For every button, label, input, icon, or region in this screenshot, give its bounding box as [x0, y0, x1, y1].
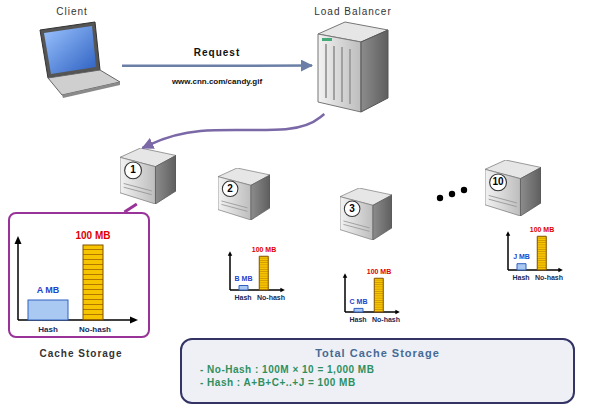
axis-label: No-hash	[79, 326, 111, 335]
bar-chart-part	[230, 289, 281, 291]
bar-chart-part	[507, 235, 509, 270]
server-icon-part	[340, 188, 392, 240]
box-caption: Cache Storage	[39, 348, 122, 360]
edge-label: Request	[192, 46, 242, 57]
bar-chart	[506, 231, 563, 272]
ellipsis-dots-part	[437, 195, 443, 201]
size-label: A MB	[37, 286, 60, 296]
load-balancer-icon-part	[333, 46, 335, 100]
server-number: 10	[493, 177, 504, 189]
size-label: 100 MB	[75, 230, 110, 241]
laptop-icon-part	[62, 82, 120, 98]
box-title: Total Cache Storage	[200, 346, 555, 360]
bar-chart-part	[130, 317, 138, 324]
bar-chart-part	[343, 273, 348, 278]
ellipsis-dots-part	[461, 187, 467, 193]
summary-line: - Hash : A+B+C+..+J = 100 MB	[200, 376, 555, 389]
bar-chart-part	[239, 286, 248, 291]
cache-server: 10	[485, 160, 541, 216]
bar-chart-part	[537, 236, 546, 270]
server-number: 3	[349, 203, 355, 215]
laptop-icon-part	[44, 26, 96, 74]
bar-chart-part	[83, 245, 103, 320]
size-label: 100 MB	[530, 226, 555, 234]
load-balancer-icon-part	[341, 47, 343, 102]
axis-label: Hash	[234, 294, 251, 302]
total-storage-box: Total Cache Storage - No-Hash : 100M × 10…	[180, 338, 575, 404]
axis-label: Hash	[349, 316, 366, 324]
bar-chart-part	[395, 310, 400, 315]
laptop-icon	[40, 22, 120, 98]
size-label: J MB	[513, 253, 530, 261]
load-balancer-icon-part	[361, 30, 388, 112]
size-label: 100 MB	[367, 268, 392, 276]
summary-line: - No-Hash : 100M × 10 = 1,000 MB	[200, 363, 555, 376]
connector	[142, 114, 324, 148]
bar-chart-part	[345, 311, 396, 313]
axis-label: Hash	[512, 274, 529, 282]
axis-label: No-hash	[372, 316, 400, 324]
size-label: B MB	[235, 275, 253, 283]
cache-server: 1	[120, 148, 176, 204]
bar-chart-part	[517, 264, 526, 270]
server-icon-part	[120, 148, 176, 204]
bar-chart-part	[28, 300, 68, 320]
load-balancer-node: Load Balancer	[312, 4, 394, 114]
bar-chart	[15, 236, 139, 324]
client-node: Client	[22, 4, 122, 99]
bar-chart-part	[229, 255, 231, 290]
laptop-icon-part	[40, 22, 100, 78]
ellipsis-dots-part	[449, 191, 455, 197]
load-balancer-icon	[318, 22, 388, 112]
url-label: www.cnn.com/candy.gif	[172, 78, 262, 87]
load-balancer-icon-part	[318, 34, 361, 112]
bar-chart-part	[280, 288, 285, 293]
node-label: Load Balancer	[314, 6, 392, 18]
cache-server: 3	[340, 188, 392, 240]
server-icon	[120, 148, 541, 240]
bar-chart-part	[374, 278, 383, 312]
bar-chart-part	[259, 256, 268, 290]
ellipsis-dots	[437, 187, 467, 201]
bar-chart	[343, 273, 400, 314]
server-icon-part	[218, 168, 270, 220]
load-balancer-icon-part	[349, 49, 351, 104]
load-balancer-icon-part	[322, 38, 332, 41]
bar-chart-part	[506, 231, 511, 236]
axis-label: No-hash	[535, 274, 563, 282]
axis-label: Hash	[38, 326, 58, 335]
size-label: 100 MB	[252, 246, 277, 254]
bar-chart-part	[508, 269, 559, 271]
size-label: C MB	[350, 298, 368, 306]
bar-chart-part	[354, 308, 363, 312]
server-number: 2	[227, 183, 233, 195]
bar-chart-part	[344, 277, 346, 312]
connector	[124, 204, 136, 212]
bar-chart	[228, 251, 285, 292]
bar-chart-part	[228, 251, 233, 256]
node-label: Client	[56, 6, 88, 18]
bar-chart-part	[15, 236, 22, 244]
bar-chart-part	[558, 268, 563, 273]
server-number: 1	[130, 165, 136, 177]
connector	[122, 64, 312, 67]
server-icon-part	[485, 160, 541, 216]
axis-label: No-hash	[257, 294, 285, 302]
bar-chart-part	[17, 242, 19, 320]
cache-server: 2	[218, 168, 270, 220]
load-balancer-icon-part	[325, 44, 327, 98]
